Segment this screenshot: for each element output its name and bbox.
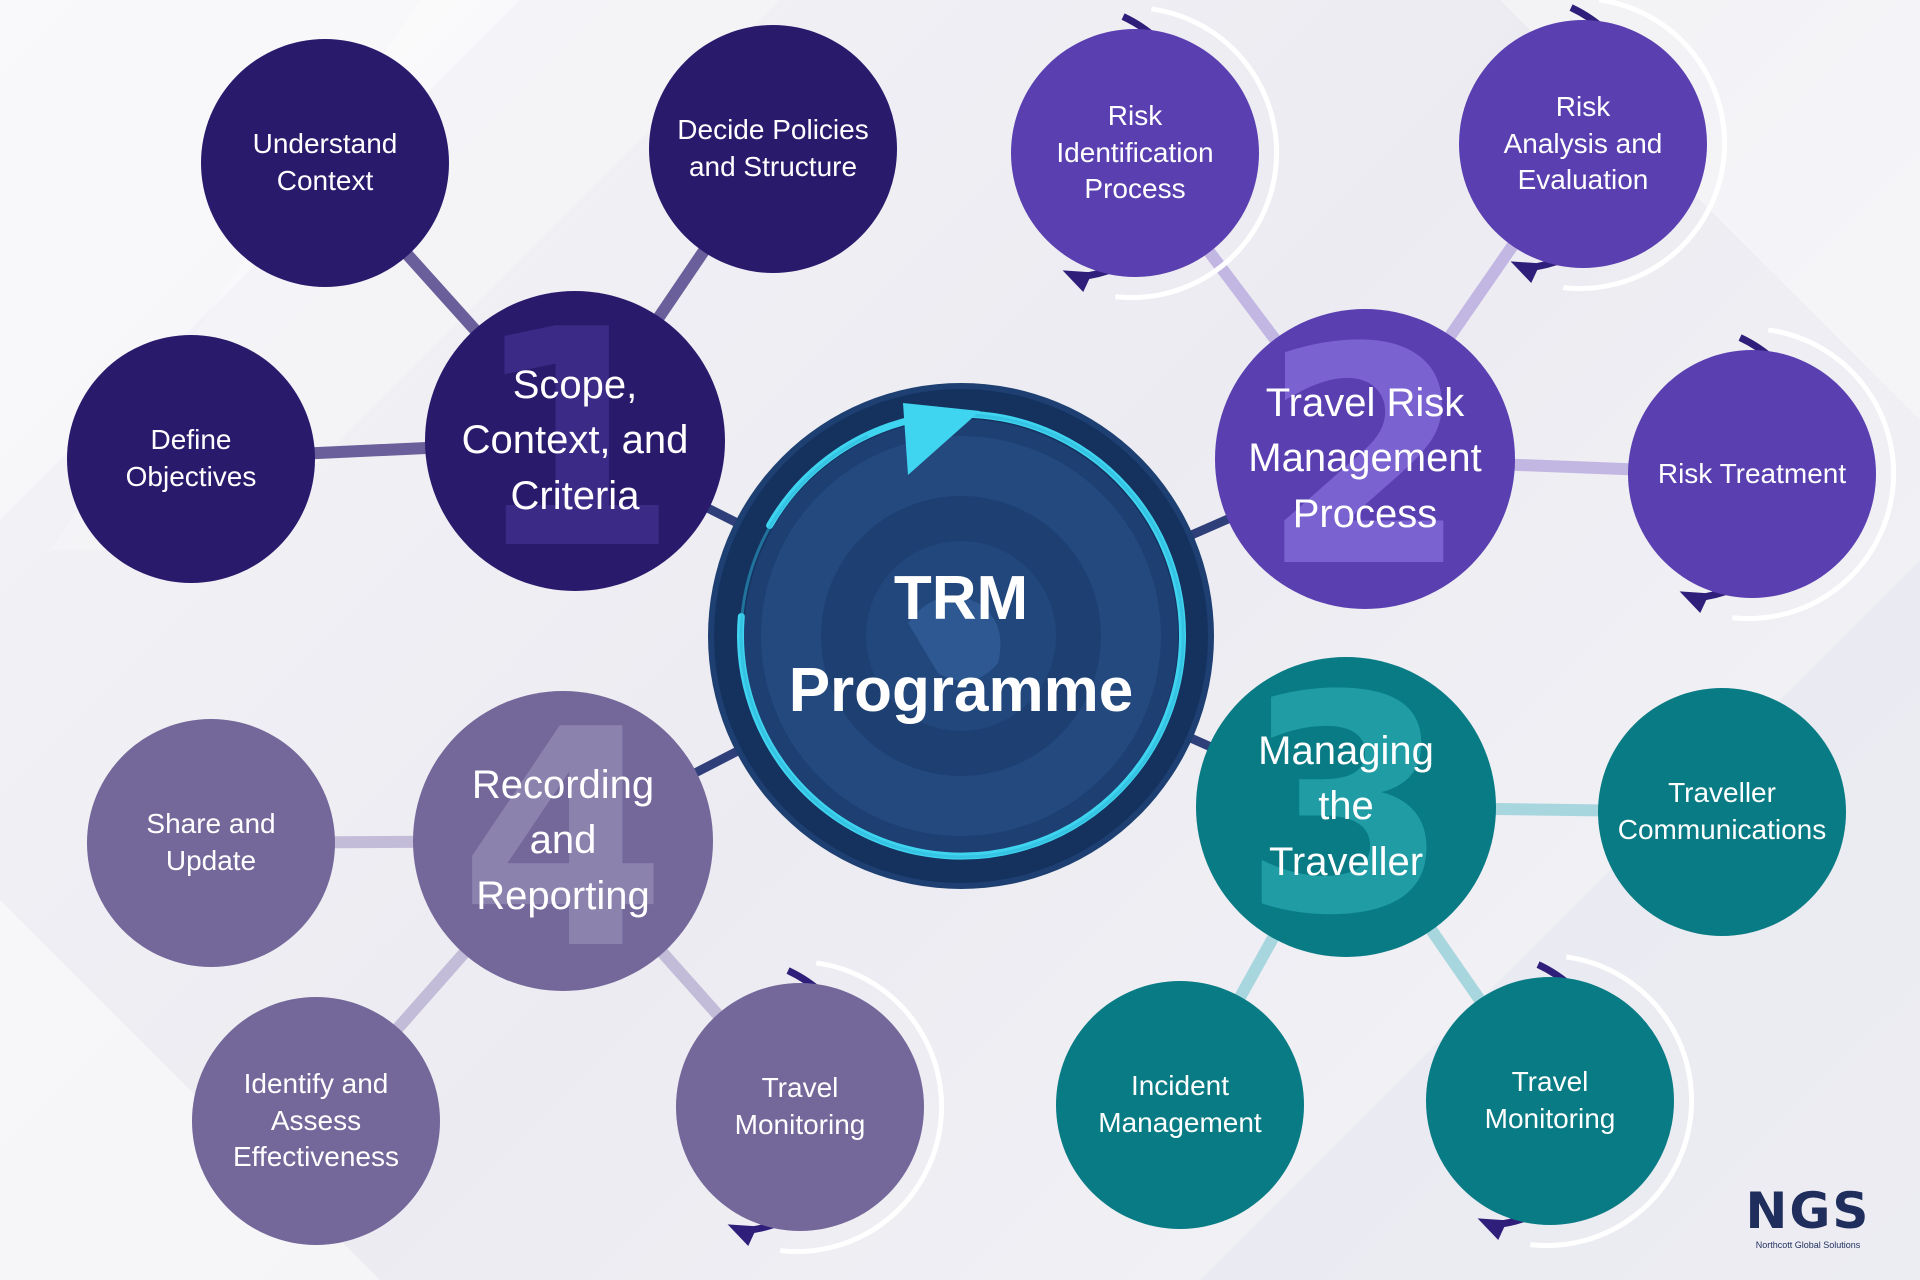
travel-risk-child-1: Risk Analysis and Evaluation xyxy=(1459,20,1707,268)
hub-recording-label: Recording and Reporting xyxy=(471,763,655,918)
ngs-logo: NGS Northcott Global Solutions xyxy=(1740,1186,1876,1256)
hub-travel-risk-number: 2 xyxy=(1260,309,1470,609)
recording-child-0: Share and Update xyxy=(87,719,335,967)
managing-child-2: Travel Monitoring xyxy=(1426,977,1674,1225)
scope-child-0: Understand Context xyxy=(201,39,449,287)
managing-child-1: Incident Management xyxy=(1056,981,1304,1229)
center-node: TRM Programme xyxy=(708,383,1214,889)
managing-child-2-label: Travel Monitoring xyxy=(1484,1066,1616,1134)
globe-watermark-icon xyxy=(714,389,1208,883)
recording-child-0-label: Share and Update xyxy=(146,808,276,876)
refresh-cycle-arrow-icon xyxy=(737,403,1187,860)
scope-child-2: Define Objectives xyxy=(67,335,315,583)
managing-child-0-label: Traveller Communications xyxy=(1617,777,1827,845)
hub-scope-label: Scope, Context, and Criteria xyxy=(461,363,689,518)
hub-travel-risk-label: Travel Risk Management Process xyxy=(1248,381,1482,536)
travel-risk-child-2-label: Risk Treatment xyxy=(1657,457,1847,489)
recording-child-1: Identify and Assess Effectiveness xyxy=(192,997,440,1245)
managing-child-1-label: Incident Management xyxy=(1098,1070,1262,1138)
hub-managing-number: 3 xyxy=(1241,657,1451,957)
hub-scope-number: 1 xyxy=(470,291,680,591)
travel-risk-child-1-label: Risk Analysis and Evaluation xyxy=(1503,90,1663,196)
scope-child-0-label: Understand Context xyxy=(252,128,398,196)
travel-risk-child-2: Risk Treatment xyxy=(1628,350,1876,598)
center-title: TRM Programme xyxy=(788,564,1134,725)
hub-managing-label: Managing the Traveller xyxy=(1258,729,1434,884)
managing-child-0: Traveller Communications xyxy=(1598,688,1846,936)
recording-child-2-label: Travel Monitoring xyxy=(734,1072,866,1140)
logo-subtitle: Northcott Global Solutions xyxy=(1755,1240,1861,1250)
travel-risk-child-0: Risk Identification Process xyxy=(1011,29,1259,277)
hub-recording-number: 4 xyxy=(458,691,668,991)
logo-letters: NGS xyxy=(1745,1182,1871,1240)
recording-child-2: Travel Monitoring xyxy=(676,983,924,1231)
recording-child-1-label: Identify and Assess Effectiveness xyxy=(232,1067,400,1173)
scope-child-1: Decide Policies and Structure xyxy=(649,25,897,273)
scope-child-2-label: Define Objectives xyxy=(125,424,257,492)
scope-child-1-label: Decide Policies and Structure xyxy=(677,114,869,182)
travel-risk-child-0-label: Risk Identification Process xyxy=(1056,99,1214,205)
